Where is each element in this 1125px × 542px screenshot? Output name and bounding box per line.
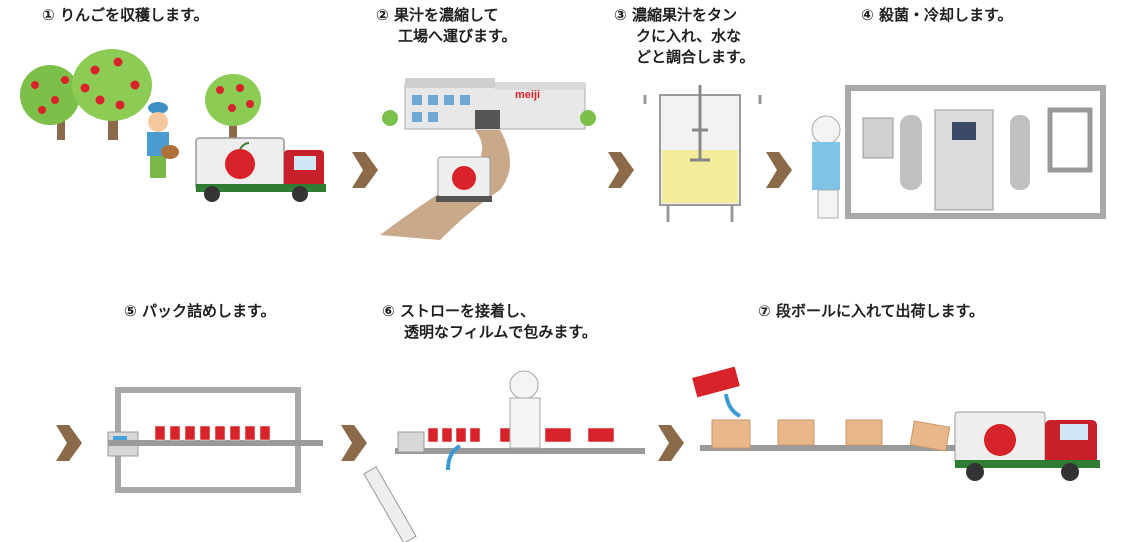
step-4-label: ④ 殺菌・冷却します。 xyxy=(861,6,1013,24)
flow-arrow-5 xyxy=(341,425,367,461)
factory-logo: meiji xyxy=(515,89,540,101)
step-6-label: ⑥ ストローを接着し、 透明なフィルムで包みます。 xyxy=(382,302,597,341)
drop-arrow xyxy=(724,393,741,418)
flow-arrow-3 xyxy=(766,152,792,188)
step-3-label: ③ 濃縮果汁をタン クに入れ、水な どと調合します。 xyxy=(614,6,755,66)
step-7-label: ⑦ 段ボールに入れて出荷します。 xyxy=(758,302,984,320)
step-1-label: ① りんごを収穫します。 xyxy=(42,6,209,24)
flow-arrow-4 xyxy=(56,425,82,461)
flow-arrow-2 xyxy=(608,152,634,188)
step-2-label: ② 果汁を濃縮して 工場へ運びます。 xyxy=(376,6,517,45)
straw-feed-arrow xyxy=(446,444,462,471)
mixing-tank-illustration xyxy=(643,85,762,222)
road xyxy=(380,130,510,240)
step-5-label: ⑤ パック詰めします。 xyxy=(124,302,276,320)
orchard-illustration xyxy=(20,49,326,202)
sterilizer-illustration xyxy=(811,85,1106,219)
flow-arrow-6 xyxy=(658,425,684,461)
flow-arrow-1 xyxy=(352,152,378,188)
packing-machine-illustration xyxy=(107,387,323,493)
wrapping-line-illustration xyxy=(363,370,645,542)
shipping-illustration xyxy=(692,366,1100,481)
factory-illustration: meiji xyxy=(380,78,596,240)
